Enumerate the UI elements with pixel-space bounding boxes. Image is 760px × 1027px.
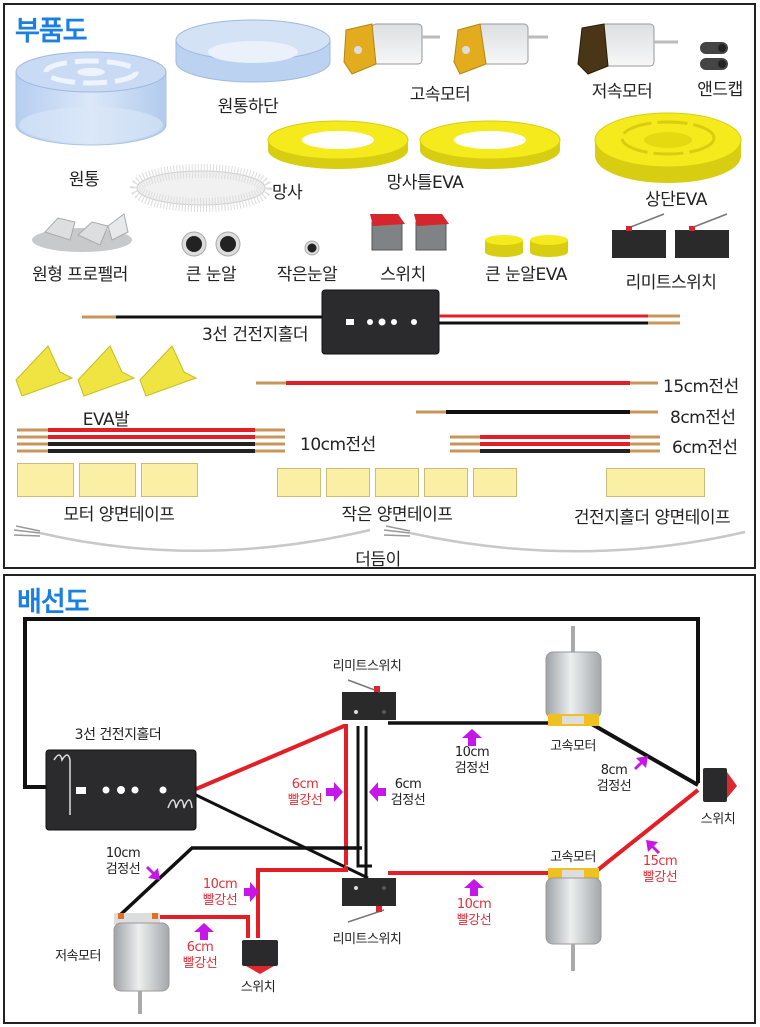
label-high-motor-bottom: 고속모터 bbox=[550, 850, 596, 865]
label-cylinder: 원통 bbox=[68, 170, 100, 190]
label-switch-bottom: 스위치 bbox=[240, 980, 276, 995]
motor-tape-2 bbox=[79, 463, 136, 497]
low-motor-component bbox=[113, 913, 170, 1014]
motor-tape-3 bbox=[141, 463, 198, 497]
battery-holder-component bbox=[45, 749, 197, 831]
arrow-right-icon bbox=[326, 782, 343, 802]
wire-black-10cm-left bbox=[116, 846, 362, 919]
switch-part bbox=[370, 214, 449, 251]
wire-6cm-part bbox=[450, 435, 660, 453]
parts-section-title: 부품도 bbox=[15, 16, 88, 47]
label-feeler: 더듬이 bbox=[355, 550, 401, 570]
eva-feet-part bbox=[15, 345, 198, 397]
arrow-up-right-icon bbox=[634, 756, 648, 770]
arrows bbox=[146, 729, 660, 940]
wire-black-loop bbox=[23, 617, 700, 789]
low-speed-motor-part bbox=[577, 23, 678, 75]
motor-tape-1 bbox=[17, 463, 74, 497]
holder-tape bbox=[606, 468, 705, 497]
label-battery-holder-wiring: 3선 건전지홀더 bbox=[74, 727, 162, 743]
switch-bottom-component bbox=[242, 940, 278, 974]
battery-holder-part bbox=[82, 289, 680, 355]
arrow-up-icon-3 bbox=[464, 879, 484, 896]
label-wire-6cm: 6cm전선 bbox=[672, 438, 738, 458]
feeler-part bbox=[13, 525, 746, 553]
label-low-speed-motor: 저속모터 bbox=[591, 82, 653, 102]
big-eye-eva-part bbox=[485, 235, 568, 257]
label-limit-switch: 리미트스위치 bbox=[625, 273, 717, 293]
mesh-part bbox=[130, 164, 272, 212]
label-eva-feet: EVA발 bbox=[82, 410, 130, 430]
wiring-section-title: 배선도 bbox=[17, 587, 90, 618]
label-high-motor-top: 고속모터 bbox=[550, 739, 596, 754]
wire-10cm-part bbox=[17, 428, 285, 453]
wire-red-15cm bbox=[592, 788, 700, 875]
small-tape-1 bbox=[277, 468, 321, 497]
cylinder-part bbox=[15, 51, 167, 146]
label-low-motor: 저속모터 bbox=[55, 949, 101, 964]
wire-black-8cm bbox=[589, 721, 699, 787]
mesh-frame-eva-part bbox=[267, 120, 561, 169]
label-mesh: 망사 bbox=[272, 183, 303, 203]
label-end-cap: 앤드캡 bbox=[697, 80, 743, 100]
small-tape-3 bbox=[375, 468, 419, 497]
wire-red-10cm-left bbox=[256, 866, 348, 938]
label-limit-switch-top: 리미트스위치 bbox=[332, 659, 402, 674]
label-wire-8cm: 8cm전선 bbox=[670, 408, 736, 428]
label-high-speed-motor: 고속모터 bbox=[409, 85, 471, 105]
label-big-eye: 큰 눈알 bbox=[185, 265, 237, 285]
label-big-eye-eva: 큰 눈알EVA bbox=[485, 265, 567, 285]
limit-switch-part bbox=[612, 213, 729, 258]
small-eye-part bbox=[304, 240, 320, 256]
wire-red-6cm-top bbox=[195, 724, 348, 865]
arrow-up-left-icon bbox=[646, 840, 660, 854]
label-switch-right: 스위치 bbox=[700, 812, 736, 827]
arrow-left-icon bbox=[369, 782, 386, 802]
label-top-eva: 상단EVA bbox=[645, 190, 707, 210]
wires bbox=[23, 617, 700, 938]
label-small-eye: 작은눈알 bbox=[276, 265, 338, 285]
small-tape-4 bbox=[424, 468, 468, 497]
arrow-up-icon-2 bbox=[194, 923, 214, 940]
label-battery-holder: 3선 건전지홀더 bbox=[201, 325, 309, 345]
limit-switch-top-component bbox=[342, 679, 396, 720]
small-tape-2 bbox=[326, 468, 370, 497]
label-wire-15cm: 15cm전선 bbox=[663, 377, 739, 397]
label-motor-tape: 모터 양면테이프 bbox=[63, 505, 175, 525]
wire-red-6cm-bottom bbox=[154, 915, 250, 938]
label-holder-tape: 건전지홀더 양면테이프 bbox=[573, 508, 731, 528]
limit-switch-bottom-component bbox=[342, 878, 396, 923]
label-mesh-frame-eva: 망사틀EVA bbox=[386, 173, 464, 193]
small-tape-5 bbox=[473, 468, 517, 497]
high-motor-top-component bbox=[545, 626, 602, 726]
big-eye-part bbox=[181, 231, 241, 257]
top-eva-part bbox=[594, 112, 742, 183]
arrow-right-icon-2 bbox=[244, 882, 259, 902]
wire-black-holder-limit bbox=[195, 793, 369, 880]
label-small-tape: 작은 양면테이프 bbox=[341, 505, 453, 525]
cylinder-bottom-part bbox=[175, 19, 331, 83]
arrow-up-icon bbox=[462, 729, 482, 746]
high-motor-bottom-component bbox=[545, 868, 602, 971]
propeller-part bbox=[32, 213, 132, 252]
switch-right-component bbox=[703, 768, 737, 802]
label-propeller: 원형 프로펠러 bbox=[32, 265, 128, 285]
label-cylinder-bottom: 원통하단 bbox=[217, 97, 279, 117]
label-limit-switch-bottom: 리미트스위치 bbox=[332, 932, 402, 947]
label-switch: 스위치 bbox=[380, 265, 426, 285]
end-cap-part bbox=[700, 42, 728, 70]
label-wire-10cm: 10cm전선 bbox=[300, 435, 376, 455]
arrow-down-right-icon bbox=[146, 866, 160, 880]
high-speed-motor-part bbox=[343, 23, 548, 75]
